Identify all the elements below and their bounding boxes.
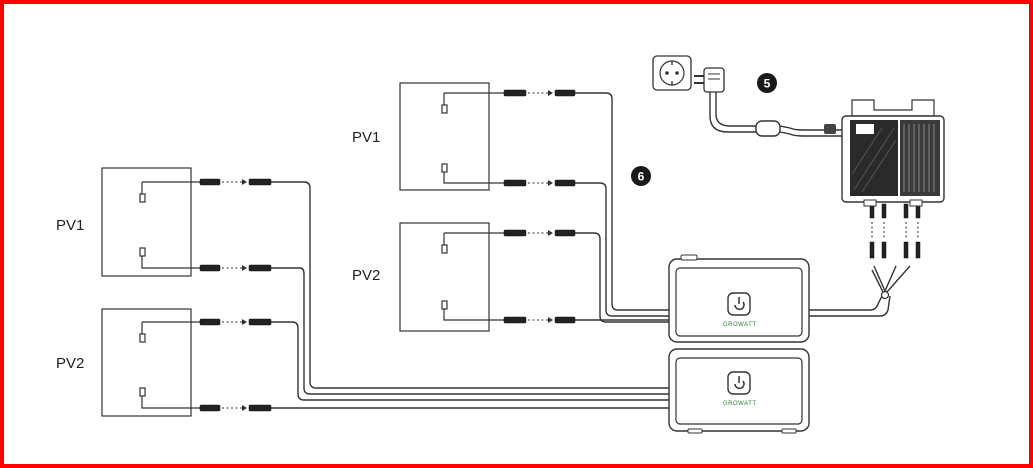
- step-6-number: 6: [638, 170, 645, 184]
- left-pv1-top-connector: [199, 178, 272, 186]
- middle-group-cables: [575, 92, 669, 323]
- lower-power-button-icon: [727, 371, 751, 395]
- left-pv1-label: PV1: [56, 217, 84, 234]
- battery-inverter-cables: [809, 265, 911, 317]
- left-pv1-panel: [101, 167, 200, 277]
- left-pv2-panel: [101, 308, 200, 417]
- micro-inverter-icon: [841, 99, 945, 207]
- left-pv2-top-connector: [199, 318, 272, 326]
- wall-socket-icon: [652, 55, 692, 91]
- middle-pv1-panel: [399, 82, 504, 191]
- middle-pv1-label: PV1: [352, 129, 380, 146]
- power-plug-icon: [694, 67, 725, 93]
- middle-pv2-label: PV2: [352, 267, 380, 284]
- left-pv2-label: PV2: [56, 355, 84, 372]
- middle-pv1-bottom-connector: [503, 179, 576, 187]
- left-group-cables: [271, 181, 669, 409]
- wiring-diagram: PV1 PV2 PV1: [56, 55, 945, 434]
- middle-pv2-panel: [399, 222, 504, 332]
- left-pv1-bottom-connector: [199, 264, 272, 272]
- lower-battery-brand: GROWATT: [723, 401, 757, 407]
- middle-pv1-top-connector: [503, 89, 576, 97]
- upper-power-button-icon: [727, 292, 751, 316]
- middle-pv2-top-connector: [503, 229, 576, 237]
- middle-pv2-bottom-connector: [503, 316, 576, 324]
- upper-battery-brand: GROWATT: [723, 322, 757, 328]
- step-5-badge: 5: [757, 73, 777, 93]
- step-6-badge: 6: [631, 166, 651, 186]
- ac-connector: [755, 120, 836, 137]
- inverter-dc-connectors: [869, 203, 921, 259]
- left-pv2-bottom-connector: [199, 404, 272, 412]
- ac-cable: [715, 92, 842, 131]
- step-5-number: 5: [764, 77, 771, 91]
